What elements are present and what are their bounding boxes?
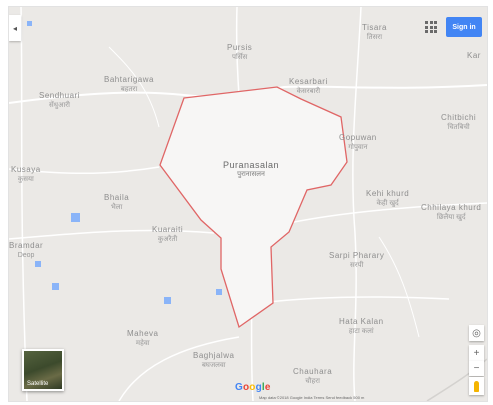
pegman-icon (474, 380, 479, 392)
minus-icon: − (473, 363, 480, 374)
water-bodies (27, 21, 222, 304)
chevron-left-icon: ◂ (12, 23, 17, 33)
zoom-out-button[interactable]: − (469, 361, 484, 376)
boundary-outline (159, 86, 348, 329)
location-icon: ◎ (472, 327, 481, 339)
plus-icon: + (473, 347, 480, 359)
place-label: Kar (467, 51, 481, 60)
collapse-panel-button[interactable]: ◂ (9, 15, 21, 41)
satellite-label: Satellite (27, 381, 49, 387)
street-view-pegman[interactable] (469, 377, 484, 395)
satellite-layer-toggle[interactable]: Satellite (22, 349, 64, 391)
google-logo: Google (235, 382, 271, 393)
zoom-in-button[interactable]: + (469, 345, 484, 361)
my-location-button[interactable]: ◎ (469, 325, 484, 341)
sign-in-button[interactable]: Sign in (446, 17, 482, 37)
apps-grid-icon[interactable] (425, 21, 437, 33)
map-attribution[interactable]: Map data ©2018 Google India Terms Send f… (259, 395, 365, 400)
